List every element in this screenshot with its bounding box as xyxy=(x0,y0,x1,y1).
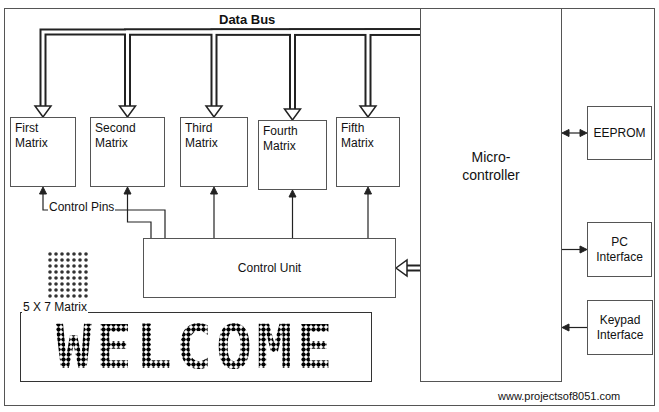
arrowhead xyxy=(360,106,376,117)
bus-label: Data Bus xyxy=(218,12,276,27)
data-bus-line xyxy=(406,267,420,270)
box-label: Control Unit xyxy=(238,261,301,276)
matrix-box: Second Matrix xyxy=(90,117,165,187)
connector-line xyxy=(292,196,293,238)
data-bus-line xyxy=(43,32,420,107)
connector-line xyxy=(43,193,165,238)
led-display-box: WELCOME xyxy=(20,312,372,382)
caption-label: 5 X 7 Matrix xyxy=(22,300,88,314)
box-label: PC Interface xyxy=(592,235,648,265)
data-bus-line xyxy=(128,32,421,107)
box-label: Fifth Matrix xyxy=(341,121,391,151)
connector-line xyxy=(568,132,581,133)
connector-line xyxy=(562,249,581,250)
arrowhead xyxy=(580,130,587,137)
data-bus-line xyxy=(43,32,420,107)
arrowhead xyxy=(562,324,569,331)
connector-line xyxy=(128,193,152,238)
data-bus-line xyxy=(214,32,420,107)
signal-label: Control Pins xyxy=(48,200,115,214)
arrowhead xyxy=(120,106,136,117)
control-unit-box: Control Unit xyxy=(143,238,396,298)
data-bus-line xyxy=(214,32,420,107)
data-bus-line xyxy=(293,32,421,110)
data-bus-line xyxy=(368,32,420,107)
box-label: Third Matrix xyxy=(185,121,237,151)
data-bus-line xyxy=(368,32,420,107)
outer-frame xyxy=(5,9,655,406)
keypad-interface-box: Keypad Interface xyxy=(587,300,653,355)
matrix-box: Fourth Matrix xyxy=(258,120,327,190)
matrix-box: Fifth Matrix xyxy=(336,117,400,187)
connector-line xyxy=(367,193,368,238)
box-label: Second Matrix xyxy=(95,121,151,151)
arrowhead xyxy=(40,187,47,194)
data-bus-line xyxy=(293,32,421,110)
box-label: Keypad Interface xyxy=(591,313,649,343)
led-matrix-icon xyxy=(47,251,89,299)
data-bus-line xyxy=(128,32,421,107)
arrowhead xyxy=(396,260,407,276)
bus-inner-layer xyxy=(43,32,420,268)
arrowhead xyxy=(289,190,296,197)
arrowhead xyxy=(365,187,372,194)
arrowhead xyxy=(580,246,587,253)
pc-interface-box: PC Interface xyxy=(587,222,652,277)
watermark: www.projectsof8051.com xyxy=(497,390,621,402)
matrix-box: Third Matrix xyxy=(180,117,248,187)
display-text: WELCOME xyxy=(56,317,337,377)
data-bus-line xyxy=(406,265,420,272)
arrowhead xyxy=(35,106,51,117)
connector-line xyxy=(568,327,587,328)
arrowhead xyxy=(562,130,569,137)
microcontroller-box: Micro- controller xyxy=(420,8,562,382)
bus-outline-layer xyxy=(43,32,420,268)
box-label: Micro- controller xyxy=(452,149,530,184)
arrowhead xyxy=(124,187,131,194)
arrowhead xyxy=(285,109,301,120)
box-label: Fourth Matrix xyxy=(263,124,315,154)
connector-line xyxy=(213,193,214,238)
eeprom-box: EEPROM xyxy=(587,106,652,160)
matrix-box: First Matrix xyxy=(10,117,76,187)
box-label: First Matrix xyxy=(15,121,67,151)
box-label: EEPROM xyxy=(593,126,645,141)
arrowhead xyxy=(206,106,222,117)
arrowhead xyxy=(211,187,218,194)
